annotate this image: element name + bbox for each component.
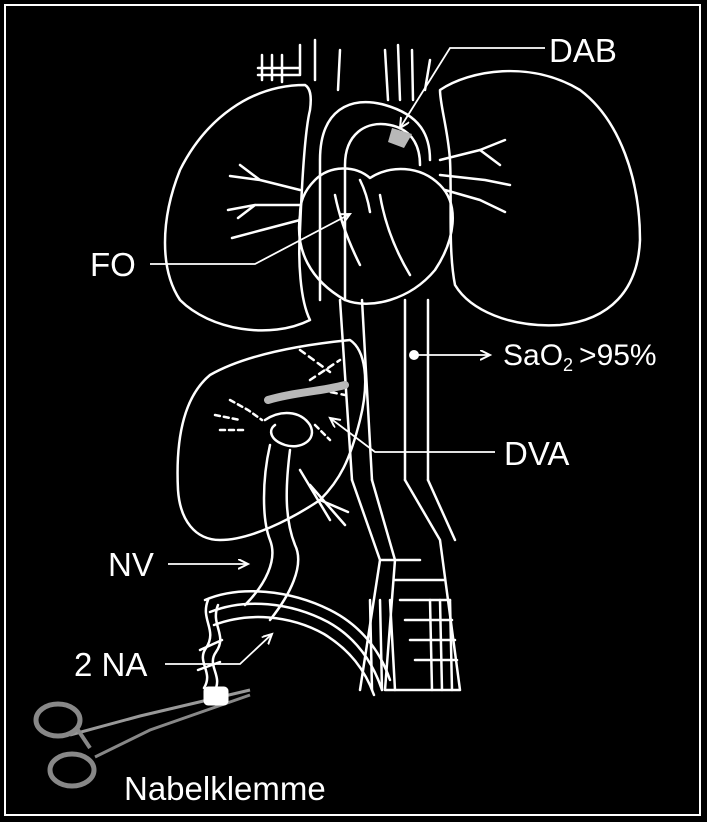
saturation-label-sub: 2	[563, 355, 573, 375]
portal-loop	[265, 413, 312, 446]
left-lung-branches	[228, 165, 300, 238]
saturation-point	[409, 350, 419, 360]
label-dva: DVA	[504, 437, 569, 470]
label-fo: FO	[90, 248, 136, 281]
heart	[299, 168, 453, 303]
label-nabelklemme: Nabelklemme	[124, 772, 326, 805]
umbilical-vein	[245, 445, 298, 620]
umbilical-cord	[198, 600, 222, 692]
saturation-value: >95%	[579, 339, 657, 372]
neck-vessels	[258, 40, 430, 100]
liver	[178, 340, 366, 540]
label-saturation: SaO2 >95%	[503, 341, 657, 374]
label-dab: DAB	[549, 34, 617, 67]
label-nv: NV	[108, 548, 154, 581]
iliac-lines	[370, 600, 452, 690]
label-2-na: 2 NA	[74, 648, 147, 681]
descending-aorta	[405, 300, 428, 480]
ductus-arteriosus-highlight	[388, 128, 412, 148]
inferior-vena-cava	[340, 300, 372, 480]
saturation-label-main: SaO	[503, 339, 563, 372]
dab-leader	[400, 48, 545, 128]
